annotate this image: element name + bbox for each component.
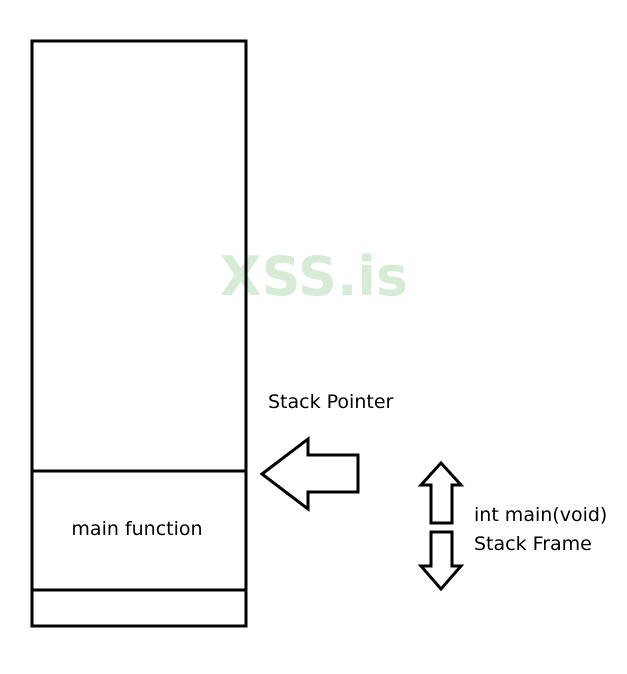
stack-outline <box>30 39 248 628</box>
down-arrow-icon <box>417 530 465 592</box>
frame-label-line2: Stack Frame <box>474 533 592 555</box>
watermark: XSS.is <box>220 245 408 308</box>
up-arrow-icon <box>417 460 465 525</box>
frame-label-line1: int main(void) <box>474 504 607 526</box>
left-arrow-icon <box>259 435 360 513</box>
main-function-label: main function <box>71 518 202 540</box>
stack-pointer-label: Stack Pointer <box>268 391 394 413</box>
